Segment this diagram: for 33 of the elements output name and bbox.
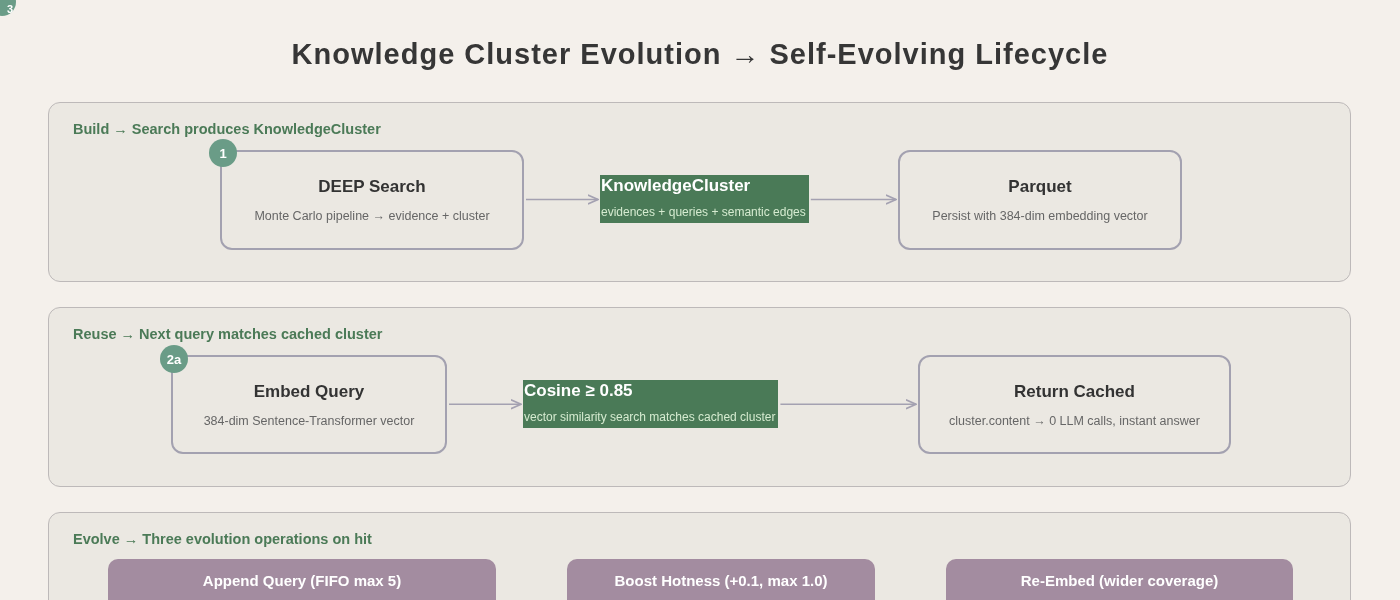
step-number-badge: 1 (209, 139, 237, 167)
step-description: 384-dim Sentence-Transformer vector (203, 412, 415, 429)
highlight-description: evidences + queries + semantic edges (601, 204, 806, 220)
section-panel (48, 307, 1351, 487)
highlight-title: Cosine ≥ 0.85 (524, 380, 633, 402)
step-card (220, 150, 524, 250)
section-heading: Reuse → Next query matches cached cluster (73, 325, 383, 343)
highlight-block (523, 380, 779, 428)
highlight-title: KnowledgeCluster (601, 175, 751, 197)
step-title: DEEP Search (318, 176, 426, 198)
step-title: Parquet (1008, 176, 1072, 198)
arrow (810, 194, 897, 205)
section-heading: Evolve → Three evolution operations on hit (73, 530, 372, 548)
step-title: Return Cached (1014, 380, 1135, 403)
diagram-title: Knowledge Cluster Evolution → Self-Evolving Lifecycle (291, 37, 1109, 72)
arrow (779, 399, 917, 410)
step-description: Monte Carlo pipeline → evidence + cluster (254, 208, 490, 224)
arrow (448, 399, 522, 410)
step-card (918, 355, 1231, 454)
operation-title: Append Query (FIFO max 5) (202, 572, 402, 590)
section-heading: Build → Search produces KnowledgeCluster (73, 120, 381, 138)
arrow (525, 194, 599, 205)
operation-title: Re-Embed (wider coverage) (1020, 572, 1219, 590)
step-number-badge: 3 (0, 0, 16, 16)
section-panel (48, 102, 1351, 282)
highlight-block (600, 175, 809, 223)
step-title: Embed Query (253, 380, 365, 403)
step-card (898, 150, 1182, 250)
step-description: Persist with 384-dim embedding vector (932, 208, 1148, 224)
highlight-description: vector similarity search matches cached cluster (524, 409, 776, 425)
operation-title: Boost Hotness (+0.1, max 1.0) (614, 572, 828, 590)
step-description: cluster.content → 0 LLM calls, instant answer (949, 412, 1200, 429)
step-number-badge: 2a (160, 345, 188, 373)
